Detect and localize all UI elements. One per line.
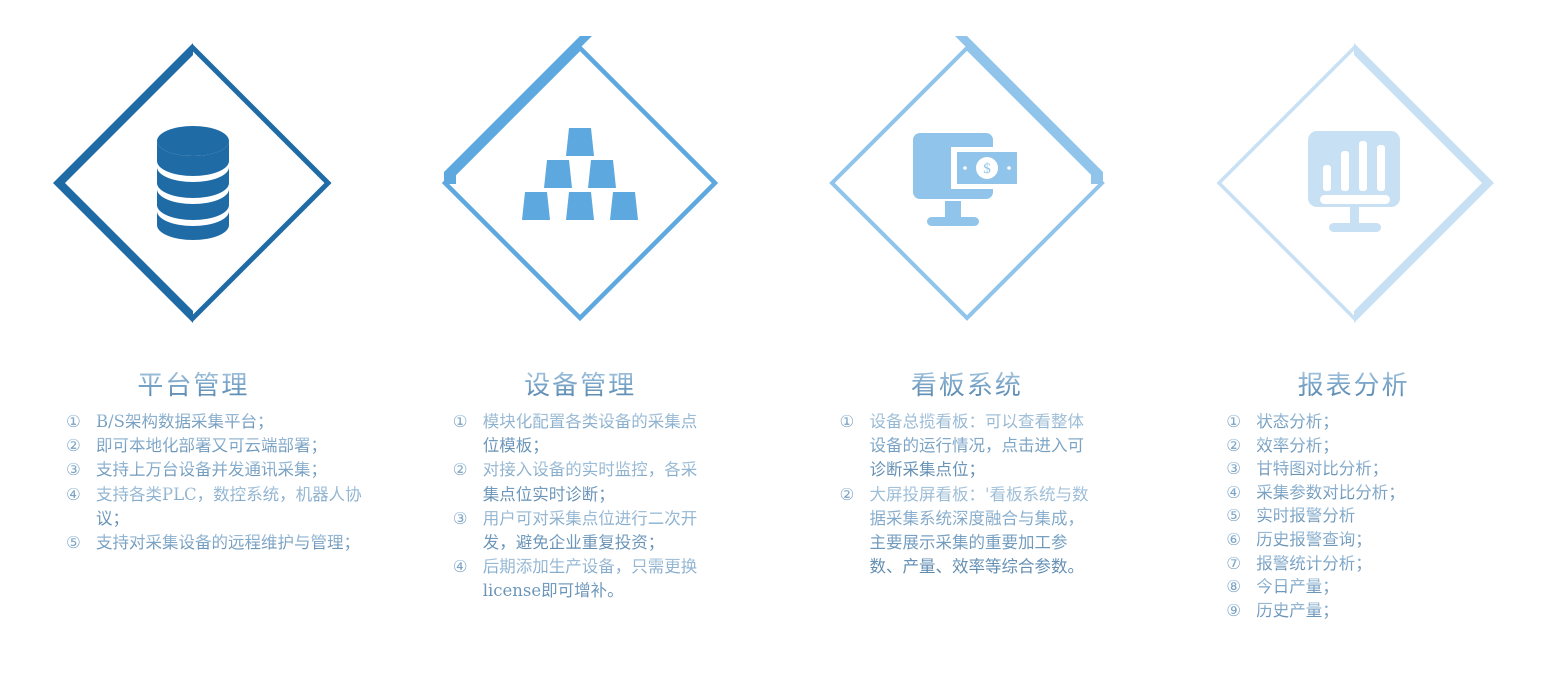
- list-item-text: 今日产量；: [1256, 575, 1516, 599]
- list-item: ① 设备总揽看板：可以查看整体设备的运行情况，点击进入可诊断采集点位；: [840, 410, 1133, 483]
- list-marker: ④: [66, 483, 96, 507]
- list-item-text: 实时报警分析: [1256, 504, 1516, 528]
- list-item: ⑧ 今日产量；: [1226, 575, 1537, 599]
- diamond-outline: [441, 44, 719, 322]
- list-marker: ②: [840, 483, 870, 507]
- list-item: ① 状态分析；: [1226, 410, 1537, 434]
- feature-list-platform-management: ① B/S架构数据采集平台； ② 即可本地化部署又可云端部署； ③ 支持上万台设…: [0, 410, 387, 555]
- list-item: ⑤ 实时报警分析: [1226, 504, 1537, 528]
- list-marker: ②: [1226, 434, 1256, 458]
- feature-list-equipment-management: ① 模块化配置各类设备的采集点位模板； ② 对接入设备的实时监控，各采集点位实时…: [387, 410, 774, 604]
- list-item: ③ 甘特图对比分析；: [1226, 457, 1537, 481]
- list-item: ⑦ 报警统计分析；: [1226, 552, 1537, 576]
- list-item-text: 报警统计分析；: [1256, 552, 1516, 576]
- list-item: ② 大屏投屏看板：'看板系统与数据采集系统深度融合与集成，主要展示采集的重要加工…: [840, 483, 1133, 580]
- list-item-text: 采集参数对比分析；: [1256, 481, 1516, 505]
- list-item-text: 模块化配置各类设备的采集点位模板；: [483, 410, 711, 458]
- database-icon: [157, 126, 230, 240]
- feature-list-report-analysis: ① 状态分析； ② 效率分析； ③ 甘特图对比分析； ④ 采集参数对比分析； ⑤: [1160, 410, 1547, 622]
- list-marker: ①: [453, 410, 483, 434]
- list-marker: ④: [1226, 481, 1256, 505]
- diamond-emblem-report-analysis: [1204, 18, 1504, 348]
- feature-column-equipment-management: 设备管理 ① 模块化配置各类设备的采集点位模板； ② 对接入设备的实时监控，各采…: [387, 0, 774, 681]
- list-marker: ⑥: [1226, 528, 1256, 552]
- list-marker: ②: [453, 458, 483, 482]
- list-marker: ③: [66, 458, 96, 482]
- list-item-text: 设备总揽看板：可以查看整体设备的运行情况，点击进入可诊断采集点位；: [870, 410, 1098, 483]
- list-marker: ①: [66, 410, 96, 434]
- list-item-text: 对接入设备的实时监控，各采集点位实时诊断；: [483, 458, 711, 506]
- list-item: ① B/S架构数据采集平台；: [66, 410, 377, 434]
- diamond-outline: [54, 44, 332, 322]
- diamond-outline: [1216, 45, 1492, 321]
- monitor-bar-chart-icon: [1307, 131, 1400, 232]
- list-item: ⑨ 历史产量；: [1226, 599, 1537, 623]
- list-item: ① 模块化配置各类设备的采集点位模板；: [453, 410, 746, 458]
- list-item: ③ 用户可对采集点位进行二次开发，避免企业重复投资；: [453, 507, 746, 555]
- column-title-kanban-system: 看板系统: [910, 371, 1023, 401]
- list-marker: ⑧: [1226, 575, 1256, 599]
- list-item: ④ 支持各类PLC，数控系统，机器人协议；: [66, 483, 377, 531]
- list-item-text: 用户可对采集点位进行二次开发，避免企业重复投资；: [483, 507, 711, 555]
- list-item-text: 后期添加生产设备，只需更换license即可增补。: [483, 555, 711, 603]
- feature-column-report-analysis: 报表分析 ① 状态分析； ② 效率分析； ③ 甘特图对比分析； ④ 采集参数对比…: [1160, 0, 1547, 681]
- column-title-report-analysis: 报表分析: [1297, 371, 1410, 401]
- list-marker: ⑨: [1226, 599, 1256, 623]
- list-marker: ⑤: [1226, 504, 1256, 528]
- svg-text:$: $: [983, 161, 991, 177]
- list-item-text: 支持对采集设备的远程维护与管理；: [96, 531, 364, 555]
- list-item-text: 大屏投屏看板：'看板系统与数据采集系统深度融合与集成，主要展示采集的重要加工参数…: [870, 483, 1098, 580]
- list-item-text: 即可本地化部署又可云端部署；: [96, 434, 364, 458]
- diamond-emblem-kanban-system: $: [817, 18, 1117, 348]
- list-marker: ①: [840, 410, 870, 434]
- diamond-emblem-platform-management: [43, 18, 343, 348]
- stacked-blocks-icon: [522, 128, 639, 220]
- list-item: ⑤ 支持对采集设备的远程维护与管理；: [66, 531, 377, 555]
- list-marker: ⑤: [66, 531, 96, 555]
- list-item: ② 效率分析；: [1226, 434, 1537, 458]
- list-item-text: B/S架构数据采集平台；: [96, 410, 364, 434]
- list-item-text: 历史产量；: [1256, 599, 1516, 623]
- list-item-text: 历史报警查询；: [1256, 528, 1516, 552]
- column-title-platform-management: 平台管理: [137, 371, 250, 401]
- list-item: ⑥ 历史报警查询；: [1226, 528, 1537, 552]
- list-item: ④ 后期添加生产设备，只需更换license即可增补。: [453, 555, 746, 603]
- list-item: ③ 支持上万台设备并发通讯采集；: [66, 458, 377, 482]
- list-item-text: 支持上万台设备并发通讯采集；: [96, 458, 364, 482]
- diamond-outline: [829, 45, 1105, 321]
- list-marker: ④: [453, 555, 483, 579]
- list-marker: ⑦: [1226, 552, 1256, 576]
- feature-list-kanban-system: ① 设备总揽看板：可以查看整体设备的运行情况，点击进入可诊断采集点位； ② 大屏…: [774, 410, 1161, 579]
- list-marker: ③: [1226, 457, 1256, 481]
- diamond-emblem-equipment-management: [430, 18, 730, 348]
- feature-column-platform-management: 平台管理 ① B/S架构数据采集平台； ② 即可本地化部署又可云端部署； ③ 支…: [0, 0, 387, 681]
- list-item-text: 状态分析；: [1256, 410, 1516, 434]
- list-item: ② 即可本地化部署又可云端部署；: [66, 434, 377, 458]
- feature-column-kanban-system: $ 看板系统 ① 设备总揽看板：可以查看整体设备的运行情况，点击进入可诊断采集点…: [774, 0, 1161, 681]
- monitor-money-icon: $: [912, 133, 1023, 226]
- list-item: ④ 采集参数对比分析；: [1226, 481, 1537, 505]
- list-item-text: 支持各类PLC，数控系统，机器人协议；: [96, 483, 364, 531]
- list-item-text: 甘特图对比分析；: [1256, 457, 1516, 481]
- list-marker: ③: [453, 507, 483, 531]
- list-item: ② 对接入设备的实时监控，各采集点位实时诊断；: [453, 458, 746, 506]
- list-marker: ②: [66, 434, 96, 458]
- list-marker: ①: [1226, 410, 1256, 434]
- column-title-equipment-management: 设备管理: [524, 371, 637, 401]
- list-item-text: 效率分析；: [1256, 434, 1516, 458]
